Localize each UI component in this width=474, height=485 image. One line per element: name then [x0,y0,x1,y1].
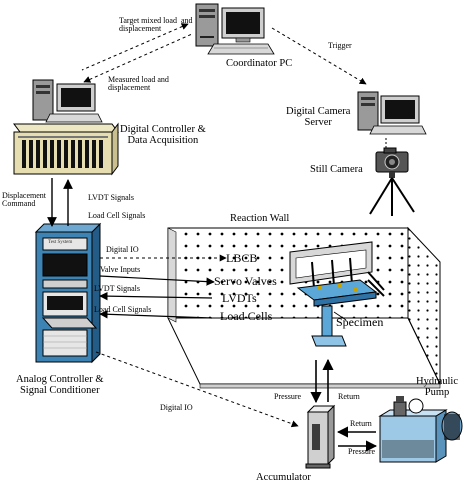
reaction-wall-label: Reaction Wall [230,213,290,224]
load-cell-signals-top-label: Load Cell Signals [88,211,146,220]
pressure-vertical-label: Pressure [274,392,302,401]
test-system-badge: Test System [48,240,73,245]
still-camera-label: Still Camera [310,164,363,175]
analog-controller-cabinet-icon [34,222,102,364]
measured-load-label: Measured load and displacement [108,75,169,93]
reaction-wall-box [167,226,441,389]
digital-controller-pc-icon [32,79,103,123]
coordinator-pc-label: Coordinator PC [226,58,293,69]
hydraulic-pump-icon [378,396,463,463]
lvdt-signals-bottom-label: LVDT Signals [94,284,141,293]
servo-valves-label: Servo Valves [214,274,277,288]
hydraulic-pump-label: Hydraulic Pump [416,376,458,399]
displacement-command-label: Displacement Command [2,191,46,209]
digital-controller-label: Digital Controller & Data Acquisition [120,124,206,147]
camera-server-label: Digital Camera Server [286,106,351,129]
specimen-label: Specimen [336,315,384,329]
lvdts-label: LVDTs [222,291,257,305]
pressure-horizontal-label: Pressure [348,447,376,456]
valve-inputs-label: Valve Inputs [100,265,141,274]
trigger-label: Trigger [328,41,352,50]
digital-io-bottom-label: Digital IO [160,403,193,412]
target-load-label: Target mixed load and displacement [119,16,193,34]
digital-io-top-label: Digital IO [106,245,139,254]
analog-controller-label: Analog Controller & Signal Conditioner [16,374,104,397]
return-vertical-label: Return [338,392,360,401]
still-camera-icon [369,147,415,216]
lvdt-signals-top-label: LVDT Signals [88,193,135,202]
lbcb-label: LBCB [226,251,258,265]
coordinator-pc-icon [195,3,275,55]
load-cells-label: Load Cells [220,309,273,323]
accumulator-label: Accumulator [256,472,311,483]
load-cell-signals-bottom-label: Load Cell Signals [94,305,152,314]
data-acquisition-rack-icon [13,122,119,176]
accumulator-icon [305,404,336,469]
return-horizontal-label: Return [350,419,372,428]
connection-arrows [47,23,387,452]
camera-server-pc-icon [357,91,427,135]
lbcb-actuator-frame-icon [289,241,385,347]
